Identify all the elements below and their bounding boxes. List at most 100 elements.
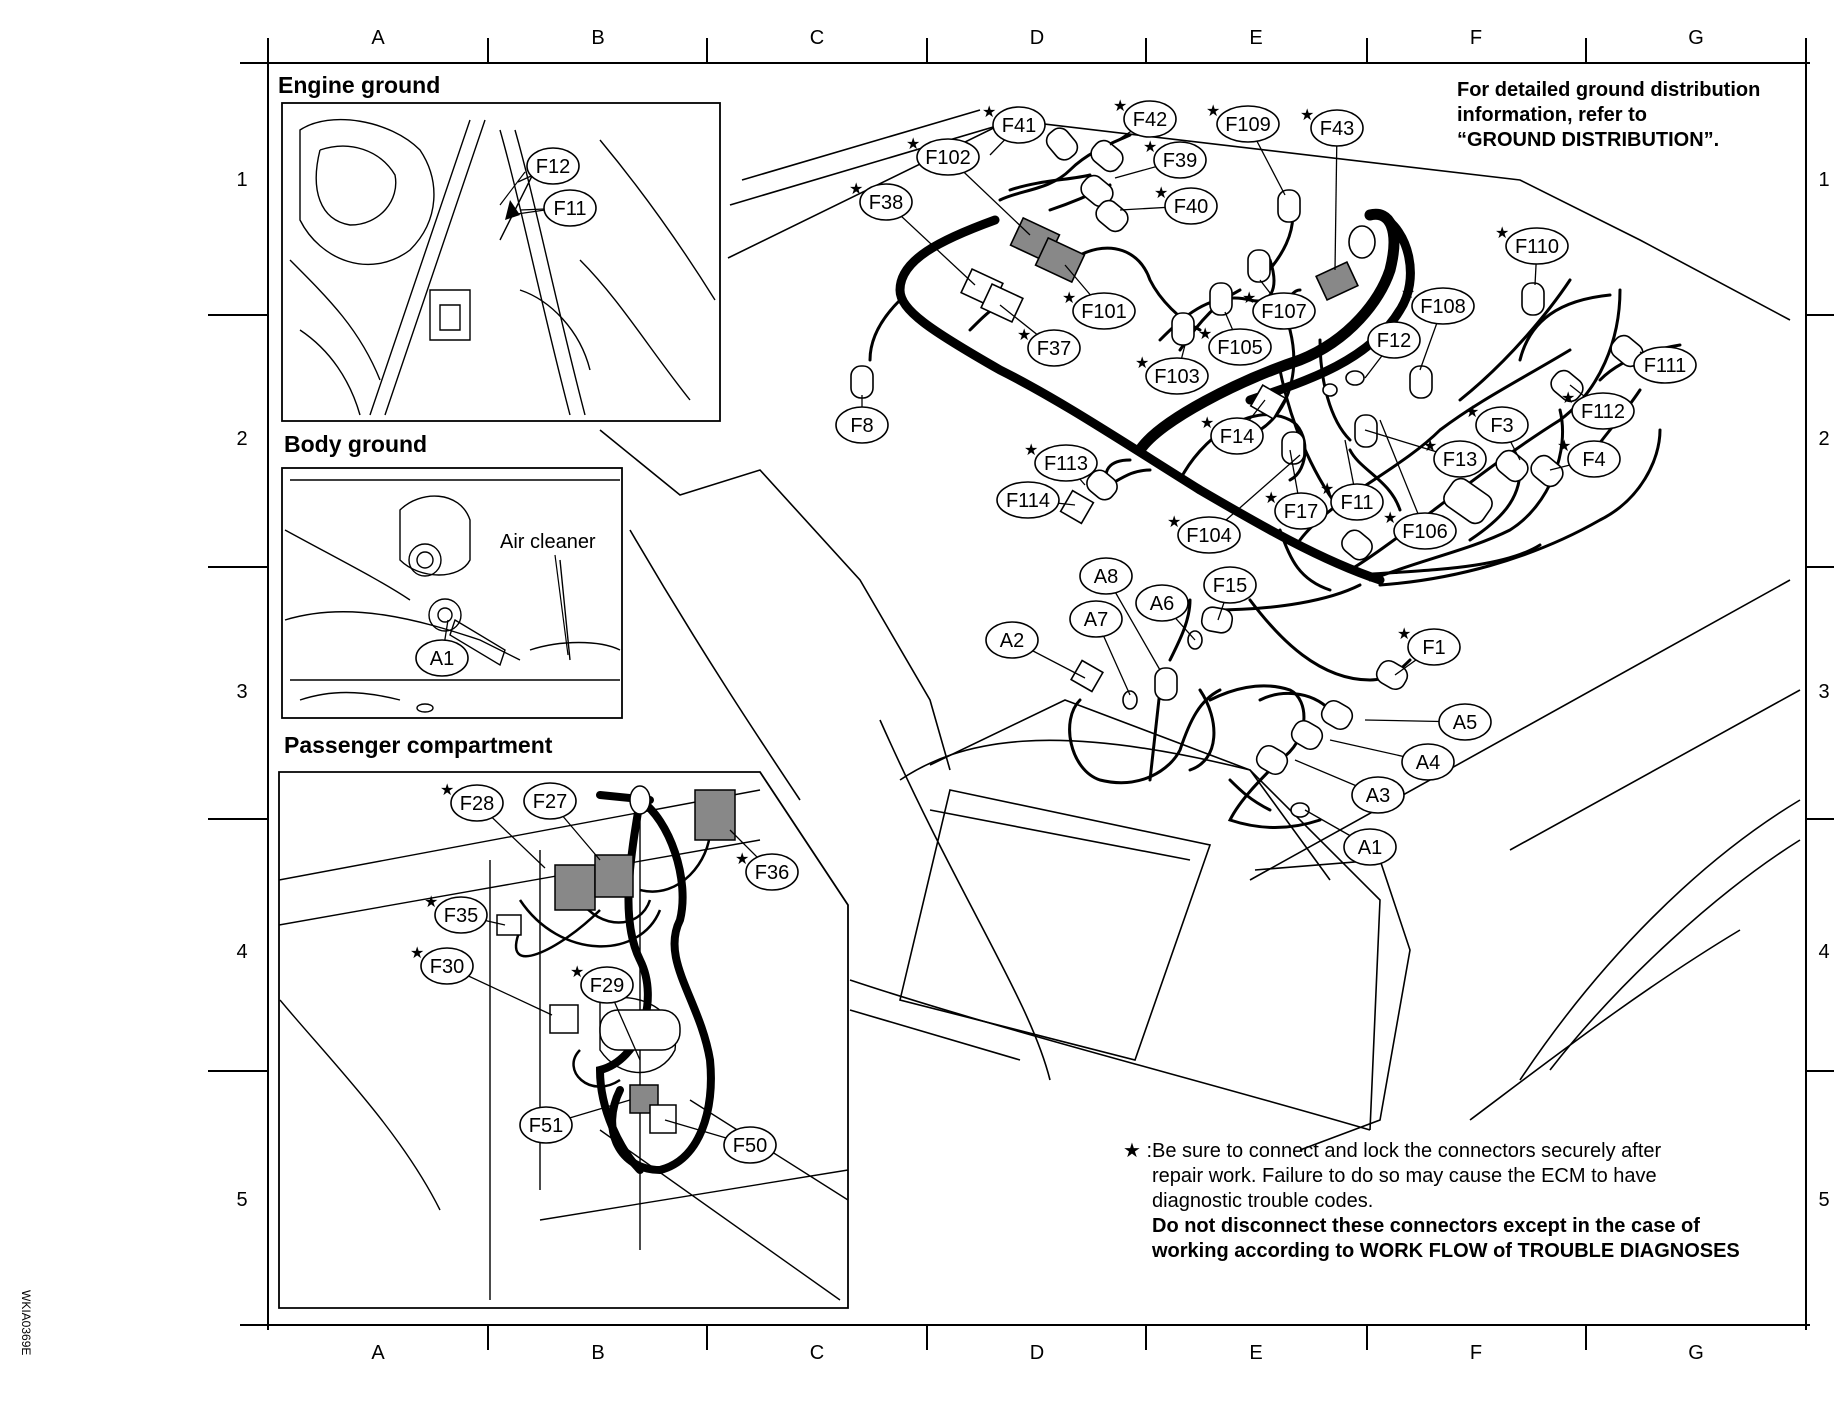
callout-oval: [745, 853, 799, 891]
column-label-e: E: [1249, 1342, 1262, 1364]
row-label-5: 5: [236, 1189, 247, 1211]
column-label-f: F: [1470, 27, 1482, 49]
connector-label: F114: [1006, 490, 1050, 512]
connector-callout-f37: F37★: [999, 304, 1081, 367]
callout-oval: [1433, 440, 1487, 478]
callout-oval: [1505, 227, 1569, 265]
column-label-g: G: [1688, 1342, 1704, 1364]
connector-label: A7: [1084, 609, 1108, 631]
callout-oval: [1407, 628, 1461, 666]
connector-callout-f41: F41★: [982, 104, 1046, 156]
callout-oval: [1153, 141, 1207, 179]
row-label-3: 3: [236, 681, 247, 703]
star-marker: ★: [1423, 438, 1437, 455]
connector-callout-f40: F40★: [1119, 185, 1218, 225]
star-marker: ★: [1300, 107, 1314, 124]
connector-callout-a1: A1: [1304, 809, 1397, 866]
star-marker: ★: [1113, 98, 1127, 115]
callout-oval: [1633, 346, 1697, 384]
connector-label: F113: [1044, 453, 1088, 475]
connector-label: F103: [1154, 366, 1200, 388]
connector-callout-f105: F105★: [1198, 311, 1272, 366]
star-marker: ★: [1167, 514, 1181, 531]
connector-callout-f30: F30★: [410, 945, 553, 1016]
star-marker: ★: [906, 136, 920, 153]
connector-label: F42: [1133, 109, 1167, 131]
column-label-c: C: [810, 27, 824, 49]
connector-label: F112: [1581, 401, 1625, 423]
connector-label: A1: [1358, 837, 1382, 859]
star-marker: ★: [1198, 326, 1212, 343]
connector-label: F50: [733, 1135, 767, 1157]
callout-oval: [1216, 105, 1280, 143]
connector-label: F14: [1220, 426, 1254, 448]
callout-oval: [543, 189, 597, 227]
row-label-4: 4: [1818, 941, 1829, 963]
star-marker: ★: [1401, 285, 1415, 302]
connector-label: F106: [1402, 521, 1448, 543]
connector-callout-f3: F3★: [1465, 404, 1529, 461]
column-label-a: A: [371, 27, 385, 49]
connector-callout-f113: F113★: [1024, 442, 1098, 486]
connector-callout-a4: A4: [1329, 739, 1455, 781]
passenger-compartment-inset: [278, 771, 849, 1309]
star-marker: ★: [1242, 290, 1256, 307]
connector-callout-a1: A1: [415, 619, 469, 677]
star-marker: ★: [849, 181, 863, 198]
callout-oval: [434, 896, 488, 934]
callout-oval: [1438, 703, 1492, 741]
connector-callout-f11: F11: [519, 189, 597, 227]
vehicle-outline: [599, 109, 1801, 1151]
connector-callout-a8: A8: [1079, 557, 1161, 671]
air-cleaner-label: Air cleaner: [500, 531, 596, 553]
connector-label: F109: [1225, 114, 1271, 136]
connector-callout-f106: F106 ★: [1379, 419, 1457, 550]
connector-callout-f1: F1★: [1394, 626, 1461, 676]
footnote-line-5: working according to WORK FLOW of TROUBL…: [1151, 1240, 1740, 1262]
star-marker: ★: [1465, 404, 1479, 421]
star-marker: ★: [1561, 390, 1575, 407]
grid-frame: [208, 38, 1834, 1350]
connector-callout-f12: F12: [517, 147, 580, 185]
connector-label: F110: [1515, 236, 1559, 258]
column-labels-bottom: A B C D E F G: [371, 1342, 1703, 1364]
row-labels-right: 1 2 3 4 5: [1818, 169, 1829, 1211]
connector-label: A2: [1000, 630, 1024, 652]
callout-oval: [1177, 516, 1241, 554]
star-marker: ★: [1495, 225, 1509, 242]
connector-label: A6: [1150, 593, 1174, 615]
row-label-1: 1: [1818, 169, 1829, 191]
star-marker: ★: [424, 894, 438, 911]
callout-oval: [996, 481, 1060, 519]
callout-oval: [1069, 600, 1123, 638]
connector-callout-f14: F14★: [1200, 399, 1266, 455]
connector-callouts: F12F11A1F28★F27F36★F35★F30★F29★F51F50F41…: [410, 98, 1697, 1164]
connector-label: F51: [529, 1115, 563, 1137]
callout-oval: [450, 784, 504, 822]
column-label-g: G: [1688, 27, 1704, 49]
connector-label: F27: [533, 791, 567, 813]
row-label-2: 2: [1818, 428, 1829, 450]
connector-callout-f114: F114: [996, 481, 1076, 519]
star-marker: ★: [1062, 290, 1076, 307]
star-marker: ★: [1017, 327, 1031, 344]
star-marker: ★: [440, 782, 454, 799]
callout-oval: [1351, 776, 1405, 814]
footnote-line-4: Do not disconnect these connectors excep…: [1152, 1215, 1700, 1237]
footnote-line-1: Be sure to connect and lock the connecto…: [1152, 1140, 1662, 1162]
callout-oval: [1072, 292, 1136, 330]
passenger-compartment-title: Passenger compartment: [284, 732, 553, 758]
star-marker: ★: [735, 851, 749, 868]
callout-oval: [1135, 584, 1189, 622]
row-label-2: 2: [236, 428, 247, 450]
connector-callout-f11: F11★: [1320, 439, 1384, 521]
connector-label: F11: [1341, 492, 1374, 514]
connector-label: F102: [925, 147, 971, 169]
connector-label: A1: [430, 648, 454, 670]
connector-callout-f43: F43★: [1300, 107, 1364, 271]
connector-callout-f110: F110 ★: [1495, 225, 1569, 286]
star-marker: ★: [1557, 438, 1571, 455]
callout-oval: [1145, 357, 1209, 395]
connector-callout-f4: F4★: [1549, 438, 1621, 478]
row-label-1: 1: [236, 169, 247, 191]
